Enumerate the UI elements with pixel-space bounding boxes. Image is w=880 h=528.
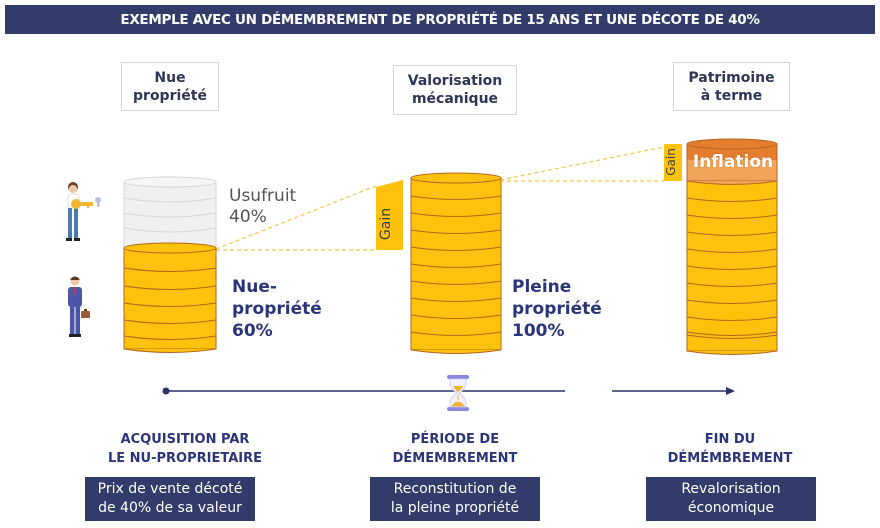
bare-label-line3: 60%: [232, 321, 273, 341]
phase-title-demembrement: PÉRIODE DE DÉMEMBREMENT: [370, 430, 540, 468]
businessman-icon: [68, 276, 90, 337]
phase-box-line1: Prix de vente décoté: [97, 481, 243, 497]
phase-title-acquisition: ACQUISITION PAR LE NU-PROPRIETAIRE: [85, 430, 285, 468]
stage-title-line2: à terme: [700, 87, 763, 104]
coin-stack-patrimoine: [686, 138, 778, 355]
bare-ownership-label: Nue- propriété 60%: [232, 276, 322, 342]
phase-title-fin: FIN DU DÉMÉMBREMENT: [645, 430, 815, 468]
usufruct-label-line2: 40%: [229, 207, 267, 227]
header-banner: EXEMPLE AVEC UN DÉMEMBREMENT DE PROPRIÉT…: [5, 5, 875, 34]
phase-title-line1: FIN DU: [704, 432, 756, 447]
gain-label: Gain: [663, 148, 678, 176]
stage-title-line1: Nue: [154, 69, 186, 86]
phase-title-line2: DÉMEMBREMENT: [392, 451, 518, 466]
header-title: EXEMPLE AVEC UN DÉMEMBREMENT DE PROPRIÉT…: [120, 11, 760, 28]
stage-title-line2: mécanique: [411, 91, 499, 107]
bare-label-line2: propriété: [232, 299, 322, 319]
person-with-key-icon: [66, 182, 101, 241]
inflation-label: Inflation: [692, 152, 774, 172]
phase-title-line2: DÉMÉMBREMENT: [667, 451, 793, 466]
gain-tab-stage3: Gain: [664, 144, 682, 181]
bare-ownership-coins: [123, 242, 217, 353]
coin-stack-nue-propriete: [123, 176, 217, 353]
stage-title-line1: Valorisation: [407, 73, 503, 89]
phase-title-line1: PÉRIODE DE: [410, 432, 500, 447]
phase-box-fin: Revalorisation économique: [646, 477, 816, 521]
stage-title-line1: Patrimoine: [688, 69, 775, 86]
phase-box-line2: économique: [687, 500, 775, 516]
phase-box-line2: la pleine propriété: [390, 500, 520, 516]
gain-tab-stage2: Gain: [376, 180, 403, 250]
full-label-line1: Pleine: [512, 277, 572, 297]
usufruct-label: Usufruit 40%: [229, 186, 296, 228]
phase-title-line2: LE NU-PROPRIETAIRE: [107, 451, 262, 466]
usufruct-coins: [123, 176, 217, 249]
gain-label: Gain: [378, 207, 395, 241]
full-label-line2: propriété: [512, 299, 602, 319]
stage-box-valorisation: Valorisation mécanique: [393, 65, 517, 115]
hourglass-icon: [447, 375, 469, 411]
timeline: [162, 387, 735, 395]
phase-box-acquisition: Prix de vente décoté de 40% de sa valeur: [85, 477, 255, 521]
full-label-line3: 100%: [512, 321, 565, 341]
phase-title-line1: ACQUISITION PAR: [120, 432, 250, 447]
phase-box-line1: Revalorisation: [681, 481, 781, 497]
full-ownership-label: Pleine propriété 100%: [512, 276, 602, 342]
timeline-arrowhead: [726, 387, 735, 395]
phase-box-demembrement: Reconstitution de la pleine propriété: [370, 477, 540, 521]
coin-stack-pleine-propriete: [410, 172, 502, 354]
stage-title-line2: propriété: [133, 87, 207, 104]
bare-label-line1: Nue-: [232, 277, 277, 297]
phase-box-line1: Reconstitution de: [393, 481, 517, 497]
phase-box-line2: de 40% de sa valeur: [98, 500, 242, 516]
usufruct-label-line1: Usufruit: [229, 186, 297, 206]
